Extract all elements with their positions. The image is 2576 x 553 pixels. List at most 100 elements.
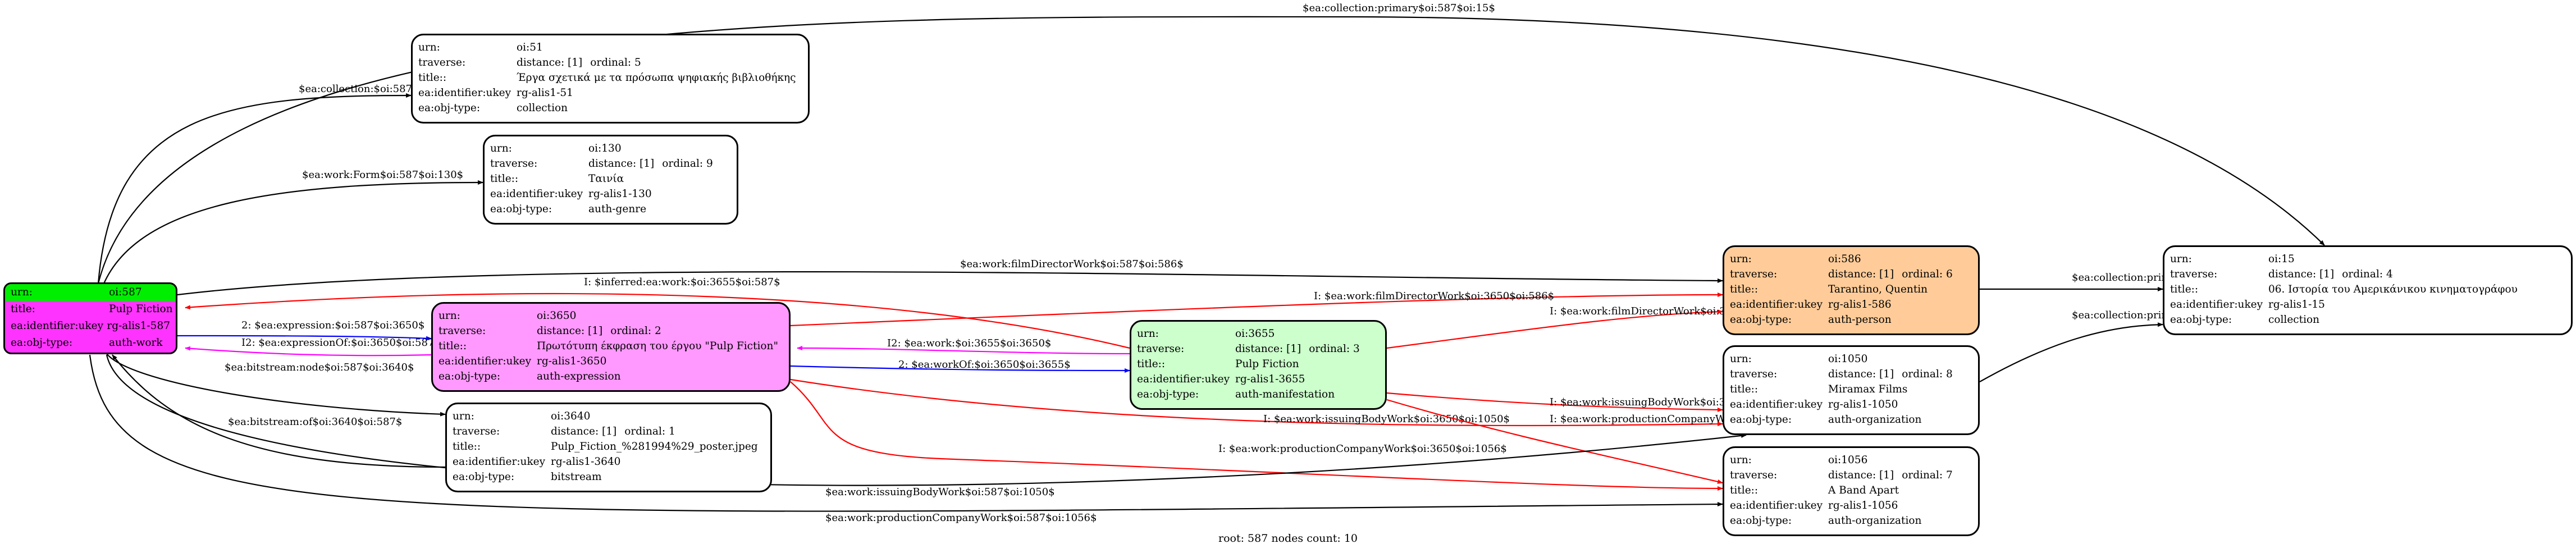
node-field-value: 06. Ιστορία του Αμερικάνικου κινηματογρά…	[2268, 284, 2518, 295]
node-field-value: oi:3655	[1235, 328, 1275, 340]
edge-line	[790, 381, 1723, 491]
edge-line	[112, 354, 446, 468]
node-field-key: urn:	[1730, 253, 1752, 265]
node-field-ordinal: ordinal: 9	[662, 158, 713, 170]
node-field-row: urn:oi:3655	[1137, 326, 1380, 341]
node-field-ordinal: ordinal: 1	[624, 426, 675, 437]
edge-line	[1386, 399, 1723, 484]
node-field-ordinal: ordinal: 4	[2342, 268, 2393, 280]
edge-label: I: $ea:work:issuingBodyWork$oi:3650$oi:1…	[1263, 413, 1510, 425]
node-field-value: oi:586	[1828, 253, 1861, 265]
edge-line	[106, 353, 446, 417]
edge-label: I: $ea:work:filmDirectorWork$oi:3650$oi:…	[1314, 290, 1554, 302]
edge-line	[185, 346, 432, 357]
node-field-value: oi:15	[2268, 253, 2295, 265]
node-field-value: rg-alis1-15	[2268, 299, 2325, 310]
node-field-value: distance: [1]	[1235, 343, 1301, 355]
node-field-key: ea:obj-type:	[1730, 314, 1792, 326]
node-field-row: urn:oi:3640	[453, 409, 765, 424]
node-field-value: collection	[2268, 314, 2320, 326]
node-field-ordinal: ordinal: 2	[610, 325, 661, 337]
node-field-row: traverse:distance: [1]ordinal: 1	[453, 424, 765, 439]
edge-line	[1386, 309, 1723, 349]
node-field-value: rg-alis1-587	[107, 320, 170, 332]
edge-label: 2: $ea:workOf:$oi:3650$oi:3655$	[898, 359, 1071, 371]
node-field-row: title::Ταινία	[490, 171, 731, 186]
node-field-row: traverse:distance: [1]ordinal: 2	[439, 323, 783, 339]
node-field-row: title::Pulp_Fiction_%281994%29_poster.jp…	[453, 439, 765, 454]
node-field-value: auth-genre	[588, 203, 647, 215]
node-field-value: Pulp_Fiction_%281994%29_poster.jpeg	[551, 441, 758, 453]
node-field-value: Tarantino, Quentin	[1828, 284, 1928, 295]
node-field-value: oi:587	[109, 286, 142, 298]
node-field-key: title:	[11, 303, 35, 315]
node-field-row: ea:obj-type:auth-person	[1730, 312, 1972, 327]
node-field-row: ea:obj-type: auth-work	[5, 335, 176, 351]
edge-label: I2: $ea:work:$oi:3655$oi:3650$	[887, 337, 1051, 349]
node-field-ordinal: ordinal: 7	[1902, 469, 1953, 481]
node-field-key: ea:identifier:ukey	[453, 456, 546, 468]
edge-line	[1979, 322, 2163, 382]
node-field-value: rg-alis1-586	[1828, 299, 1892, 310]
node-field-row: title::06. Ιστορία του Αμερικάνικου κινη…	[2170, 282, 2565, 297]
node-field-row: urn:oi:130	[490, 141, 731, 156]
node-field-row: ea:obj-type:auth-genre	[490, 202, 731, 217]
node-field-value: auth-expression	[537, 371, 621, 382]
node-field-key: ea:obj-type:	[1137, 389, 1199, 400]
node-field-key: urn:	[439, 310, 460, 322]
node-field-key: ea:identifier:ukey	[490, 188, 583, 200]
node-field-value: A Band Apart	[1828, 485, 1899, 496]
edge-label: $ea:collection:primary$oi:587$oi:15$	[1303, 2, 1495, 14]
node-field-ordinal: ordinal: 3	[1309, 343, 1360, 355]
node-field-value: distance: [1]	[1828, 368, 1894, 380]
node-field-value: rg-alis1-1056	[1828, 500, 1898, 511]
node-field-key: traverse:	[2170, 268, 2218, 280]
node-field-value: oi:3650	[537, 310, 577, 322]
node-field-key: ea:obj-type:	[439, 371, 501, 382]
edge-label: $ea:work:productionCompanyWork$oi:587$oi…	[825, 512, 1097, 524]
node-field-key: urn:	[490, 143, 512, 154]
edge-line	[790, 293, 1723, 327]
node-field-key: ea:obj-type:	[11, 337, 73, 349]
node-field-key: ea:identifier:ukey	[1730, 399, 1823, 410]
node-field-value: auth-manifestation	[1235, 389, 1335, 400]
node-field-row: title::Έργα σχετικά με τα πρόσωπα ψηφιακ…	[418, 70, 802, 85]
node-field-row: ea:obj-type: bitstream	[453, 469, 765, 485]
edge-line	[89, 354, 1723, 512]
node-field-key: ea:obj-type:	[2170, 314, 2232, 326]
node-field-key: ea:obj-type:	[453, 471, 515, 483]
node-field-value: auth-work	[109, 337, 163, 349]
node-field-key: title::	[2170, 284, 2199, 295]
edge-label: I: $inferred:ea:work:$oi:3655$oi:587$	[584, 276, 780, 288]
node-field-value: collection	[517, 102, 568, 114]
node-field-value: oi:1056	[1828, 454, 1868, 466]
node-field-value: bitstream	[551, 471, 602, 483]
node-field-value: Pulp Fiction	[109, 303, 173, 315]
node-field-value: Pulp Fiction	[1235, 358, 1299, 370]
node-field-key: ea:identifier:ukey	[418, 87, 511, 99]
node-field-key: ea:obj-type:	[1730, 515, 1792, 527]
node-field-row: title::Miramax Films	[1730, 382, 1972, 397]
edge-line	[177, 335, 432, 341]
node-field-value: Έργα σχετικά με τα πρόσωπα ψηφιακής βιβλ…	[517, 72, 796, 84]
node-field-key: title::	[1730, 485, 1759, 496]
node-field-row: urn:oi:51	[418, 40, 802, 55]
edge-line	[790, 365, 1130, 373]
node-field-row: urn: oi:586	[1730, 252, 1972, 267]
